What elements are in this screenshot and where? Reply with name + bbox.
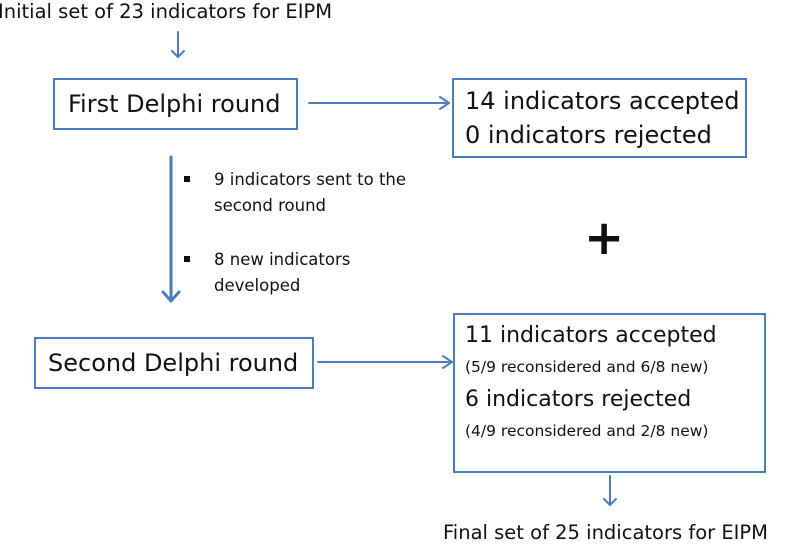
note-1-line-2: second round — [214, 196, 326, 215]
first-round-box: First Delphi round — [53, 78, 298, 130]
arrow-first-to-results — [308, 96, 450, 110]
bullet-marker — [184, 256, 190, 262]
second-round-label: Second Delphi round — [48, 349, 299, 377]
note-2-line-1: 8 new indicators — [214, 250, 351, 269]
first-round-label: First Delphi round — [68, 90, 281, 118]
arrow-second-to-results — [317, 355, 453, 369]
first-rejected-text: 0 indicators rejected — [465, 121, 712, 149]
initial-set-label: Initial set of 23 indicators for EIPM — [0, 0, 333, 23]
second-accepted-detail: (5/9 reconsidered and 6/8 new) — [465, 358, 709, 376]
second-accepted-text: 11 indicators accepted — [465, 323, 717, 348]
second-round-box: Second Delphi round — [34, 337, 314, 389]
first-results-box: 14 indicators accepted 0 indicators reje… — [452, 78, 747, 158]
second-rejected-detail: (4/9 reconsidered and 2/8 new) — [465, 422, 709, 440]
arrow-first-to-second — [161, 155, 181, 303]
second-results-box: 11 indicators accepted (5/9 reconsidered… — [453, 313, 766, 473]
arrow-initial-to-first — [171, 31, 185, 58]
first-accepted-text: 14 indicators accepted — [465, 87, 740, 115]
arrow-results-to-final — [603, 475, 617, 506]
plus-sign: + — [584, 210, 625, 266]
note-2-line-2: developed — [214, 276, 301, 295]
note-1-line-1: 9 indicators sent to the — [214, 170, 407, 189]
bullet-marker — [184, 176, 190, 182]
second-rejected-text: 6 indicators rejected — [465, 387, 692, 412]
final-set-label: Final set of 25 indicators for EIPM — [443, 521, 769, 544]
